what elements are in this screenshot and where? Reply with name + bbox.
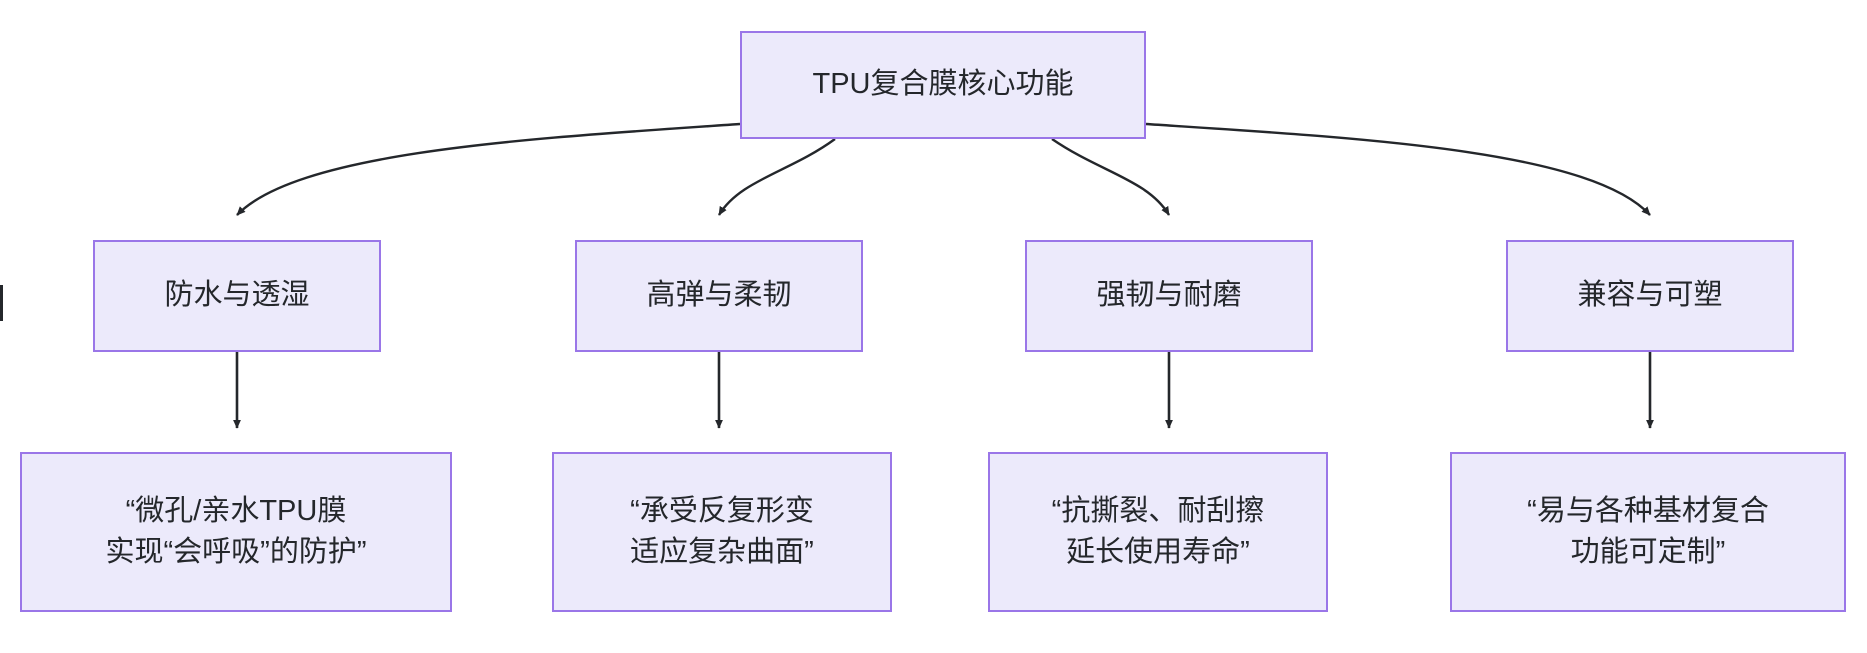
edge-root-to-branch-3	[1051, 138, 1171, 216]
node-detail-3[interactable]: “抗撕裂、耐刮擦 延长使用寿命”	[988, 452, 1328, 612]
node-detail-2[interactable]: “承受反复形变 适应复杂曲面”	[552, 452, 892, 612]
edge-root-to-branch-4	[1145, 122, 1651, 216]
node-root[interactable]: TPU复合膜核心功能	[740, 31, 1146, 139]
node-branch-3[interactable]: 强韧与耐磨	[1025, 240, 1313, 352]
edge-root-to-branch-2	[717, 138, 836, 216]
clipped-edge-mark	[0, 285, 3, 321]
node-branch-2[interactable]: 高弹与柔韧	[575, 240, 863, 352]
edge-root-to-branch-1	[236, 122, 741, 216]
node-detail-4[interactable]: “易与各种基材复合 功能可定制”	[1450, 452, 1846, 612]
node-branch-4[interactable]: 兼容与可塑	[1506, 240, 1794, 352]
node-branch-1[interactable]: 防水与透湿	[93, 240, 381, 352]
node-detail-1[interactable]: “微孔/亲水TPU膜 实现“会呼吸”的防护”	[20, 452, 452, 612]
